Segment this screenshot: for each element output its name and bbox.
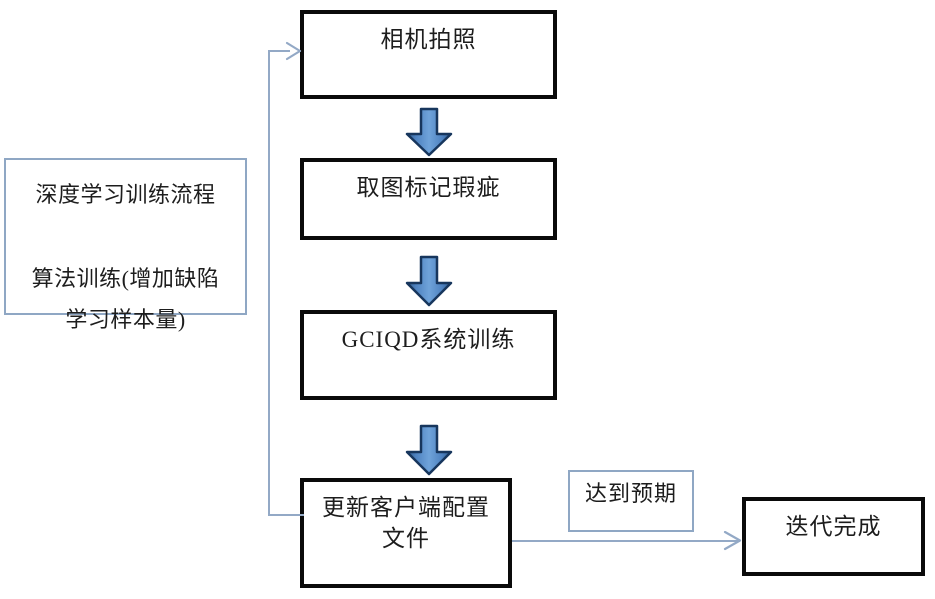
node-step4-label: 更新客户端配置 文件 bbox=[322, 495, 490, 552]
feedback-line-bottom-segment bbox=[268, 514, 304, 516]
node-training-note[interactable]: 深度学习训练流程 算法训练(增加缺陷 学习样本量) bbox=[4, 158, 247, 332]
down-block-arrow-2 bbox=[403, 255, 455, 307]
down-block-arrow-3 bbox=[403, 424, 455, 476]
node-iteration-complete[interactable]: 迭代完成 bbox=[742, 497, 925, 576]
node-step4-update-client-config[interactable]: 更新客户端配置 文件 bbox=[300, 478, 512, 588]
feedback-arrowhead-icon bbox=[284, 41, 304, 61]
node-step1-label: 相机拍照 bbox=[380, 27, 477, 52]
node-step1-camera-capture[interactable]: 相机拍照 bbox=[300, 10, 557, 99]
to-done-arrowhead-icon bbox=[722, 531, 744, 551]
node-training-note-label: 深度学习训练流程 算法训练(增加缺陷 学习样本量) bbox=[31, 182, 220, 333]
node-step2-mark-defects[interactable]: 取图标记瑕疵 bbox=[300, 158, 557, 240]
feedback-line-vertical-segment bbox=[268, 50, 270, 516]
down-block-arrow-1 bbox=[403, 107, 455, 157]
node-step3-label: GCIQD系统训练 bbox=[341, 327, 516, 352]
node-expect-reached[interactable]: 达到预期 bbox=[568, 470, 694, 532]
node-step3-gciqd-training[interactable]: GCIQD系统训练 bbox=[300, 310, 557, 400]
to-done-line bbox=[512, 540, 740, 542]
node-done-label: 迭代完成 bbox=[785, 514, 882, 539]
node-expect-label: 达到预期 bbox=[584, 481, 677, 506]
feedback-line-top-segment bbox=[268, 50, 290, 52]
node-step2-label: 取图标记瑕疵 bbox=[356, 175, 501, 200]
